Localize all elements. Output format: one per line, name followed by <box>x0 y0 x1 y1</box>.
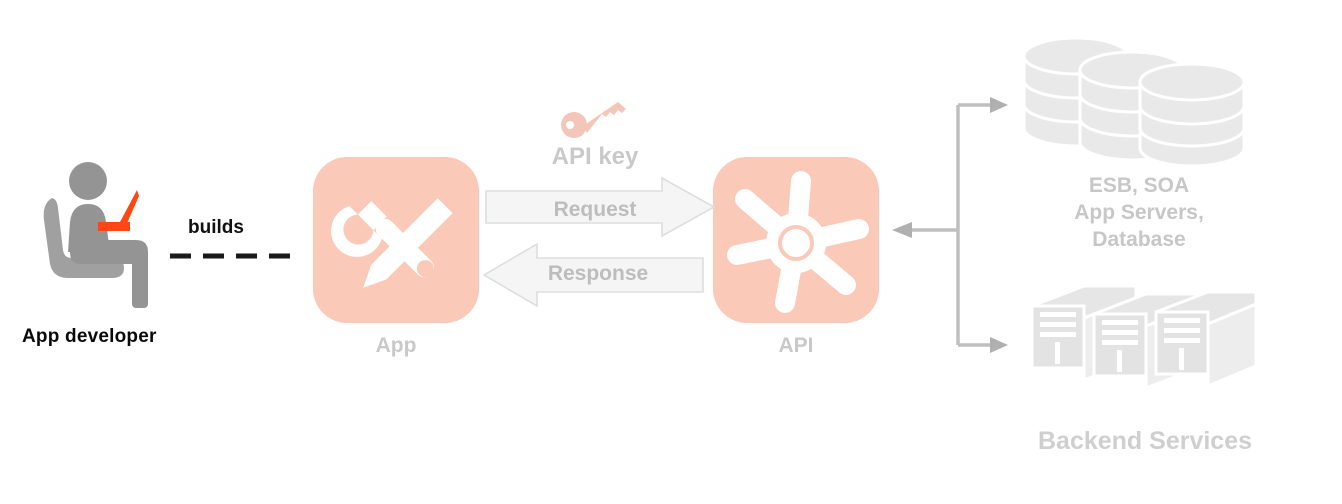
database-stack-icon <box>1018 36 1258 168</box>
app-node-tile[interactable] <box>313 157 479 323</box>
builds-dashed-line <box>170 246 302 259</box>
api-node-label: API <box>778 334 814 357</box>
developer-label: App developer <box>22 326 157 347</box>
api-starburst-icon <box>727 171 869 313</box>
response-flow-label: Response <box>547 262 649 285</box>
request-flow-arrow <box>484 176 716 238</box>
server-racks-icon <box>1028 280 1260 392</box>
database-group-label: ESB, SOA App Servers, Database <box>1008 172 1270 253</box>
database-label-line-1: ESB, SOA <box>1088 174 1190 197</box>
builds-relation-label: builds <box>188 217 244 238</box>
wrench-and-pencil-icon <box>331 198 453 288</box>
request-flow-label: Request <box>553 198 637 221</box>
database-label-line-3: Database <box>1092 228 1186 251</box>
backend-connector-lines <box>888 92 1008 360</box>
backend-services-label: Backend Services <box>1037 427 1253 455</box>
database-label-line-2: App Servers, <box>1074 201 1204 224</box>
response-flow-arrow <box>481 241 705 309</box>
key-icon <box>560 100 630 138</box>
seated-developer-icon <box>40 160 180 310</box>
app-node-label: App <box>375 334 417 357</box>
api-key-label: API key <box>551 143 639 170</box>
api-node-tile[interactable] <box>713 157 879 323</box>
